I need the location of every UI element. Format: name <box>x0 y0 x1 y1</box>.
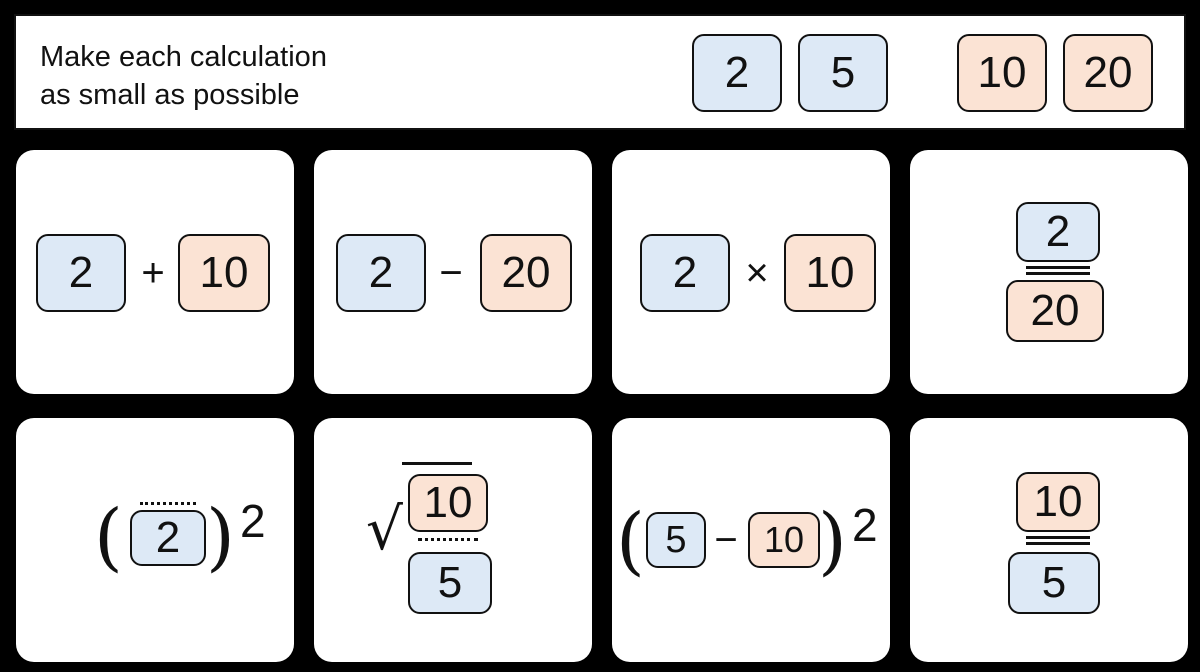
minus-operator: − <box>439 250 463 295</box>
diff-exponent: 2 <box>852 499 878 551</box>
multiply-tile-a[interactable]: 2 <box>640 234 730 312</box>
instruction-text: Make each calculation as small as possib… <box>40 38 327 114</box>
add-tile-b[interactable]: 10 <box>178 234 270 312</box>
card-fraction-2-over-20: 2 20 <box>910 150 1188 394</box>
diff-minus-operator: − <box>714 517 738 562</box>
instruction-line-2: as small as possible <box>40 79 300 111</box>
fraction2-bar <box>1026 536 1090 539</box>
times-operator: × <box>745 250 769 295</box>
sqrt-vinculum <box>402 462 472 465</box>
instruction-header: Make each calculation as small as possib… <box>14 14 1186 130</box>
card-addition: 2 + 10 <box>16 150 294 394</box>
header-tile-10[interactable]: 10 <box>957 34 1047 112</box>
header-tile-2[interactable]: 2 <box>692 34 782 112</box>
card-square: ( 2 ) 2 <box>16 418 294 662</box>
card-subtraction: 2 − 20 <box>314 150 592 394</box>
multiply-tile-b[interactable]: 10 <box>784 234 876 312</box>
sqrt-icon: √ <box>366 495 403 563</box>
sqrt-numerator-tile[interactable]: 10 <box>408 474 488 532</box>
sqrt-fraction-bar <box>418 538 478 541</box>
subtract-tile-b[interactable]: 20 <box>480 234 572 312</box>
fraction1-numerator-tile[interactable]: 2 <box>1016 202 1100 262</box>
sqrt-denominator-tile[interactable]: 5 <box>408 552 492 614</box>
square-open-paren: ( <box>94 494 123 580</box>
plus-operator: + <box>141 250 165 295</box>
header-tile-20[interactable]: 20 <box>1063 34 1153 112</box>
diff-close-paren: ) <box>818 498 847 584</box>
fraction1-bar <box>1026 266 1090 269</box>
card-fraction-10-over-5: 10 5 <box>910 418 1188 662</box>
fraction1-denominator-tile[interactable]: 20 <box>1006 280 1104 342</box>
fraction1-bar-2 <box>1026 272 1090 275</box>
fraction2-bar-2 <box>1026 542 1090 545</box>
fraction2-denominator-tile[interactable]: 5 <box>1008 552 1100 614</box>
fraction2-numerator-tile[interactable]: 10 <box>1016 472 1100 532</box>
header-tile-5[interactable]: 5 <box>798 34 888 112</box>
diff-tile-a[interactable]: 5 <box>646 512 706 568</box>
card-square-root: √ 10 5 <box>314 418 592 662</box>
square-dotted-line <box>140 502 196 505</box>
diff-open-paren: ( <box>616 498 645 584</box>
card-multiplication: 2 × 10 <box>612 150 890 394</box>
instruction-line-1: Make each calculation <box>40 41 327 73</box>
square-tile[interactable]: 2 <box>130 510 206 566</box>
diff-tile-b[interactable]: 10 <box>748 512 820 568</box>
subtract-tile-a[interactable]: 2 <box>336 234 426 312</box>
square-exponent: 2 <box>240 495 266 547</box>
card-difference-squared: ( 5 − 10 ) 2 <box>612 418 890 662</box>
add-tile-a[interactable]: 2 <box>36 234 126 312</box>
square-close-paren: ) <box>206 494 235 580</box>
